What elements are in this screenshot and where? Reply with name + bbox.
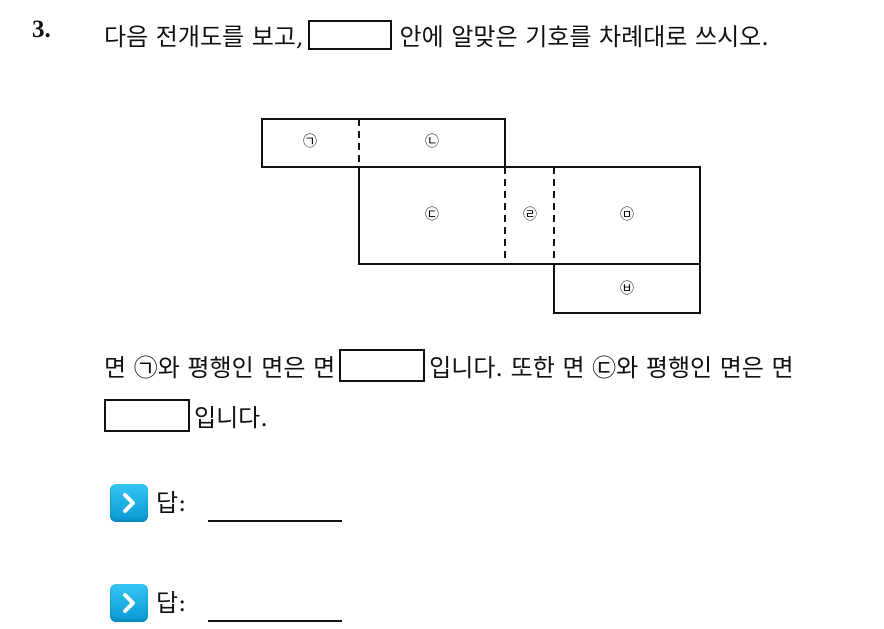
answer-input-line[interactable] [208, 590, 343, 622]
svg-text:㉡: ㉡ [425, 134, 439, 150]
svg-text:㉤: ㉤ [620, 207, 634, 223]
statement-text-1: 면 ㉠와 평행인 면은 면 [104, 354, 336, 382]
answer-row-2: 답: [110, 584, 343, 622]
net-face-labels: ㉠ ㉡ ㉢ ㉣ ㉤ ㉥ [303, 134, 634, 297]
prompt-text-after: 안에 알맞은 기호를 차례대로 쓰시오. [399, 23, 769, 51]
face-label-mieum: ㉤ [620, 207, 634, 223]
answer-blank-2[interactable] [104, 399, 190, 432]
statement-line-1: 면 ㉠와 평행인 면은 면 입니다. 또한 면 ㉢와 평행인 면은 면 [104, 348, 794, 383]
net-solid-edges [261, 118, 701, 314]
question-number: 3. [32, 16, 51, 43]
prompt-text-before: 다음 전개도를 보고, [104, 23, 304, 51]
answer-row-1: 답: [110, 484, 343, 522]
face-label-digeut: ㉢ [425, 207, 439, 223]
face-label-rieul: ㉣ [523, 207, 537, 223]
answer-blank-1[interactable] [339, 349, 426, 382]
face-label-bieup: ㉥ [620, 281, 634, 297]
face-label-giyeok: ㉠ [303, 134, 317, 150]
net-fold-lines [358, 119, 700, 265]
statement-line-2: 입니다. [104, 398, 268, 433]
prompt-blank-box [307, 19, 392, 50]
statement-text-3: 입니다. [194, 404, 268, 432]
answer-label: 답: [156, 589, 187, 617]
net-middle-strip [358, 166, 701, 265]
answer-label: 답: [156, 489, 187, 517]
net-top-strip [261, 118, 506, 168]
face-label-nieun: ㉡ [425, 134, 439, 150]
svg-text:㉢: ㉢ [425, 207, 439, 223]
statement-text-2: 입니다. 또한 면 ㉢와 평행인 면은 면 [429, 354, 794, 382]
svg-text:㉥: ㉥ [620, 281, 634, 297]
svg-text:㉣: ㉣ [523, 207, 537, 223]
svg-text:㉠: ㉠ [303, 134, 317, 150]
chevron-right-icon [110, 584, 148, 622]
answer-input-line[interactable] [208, 490, 343, 522]
chevron-right-icon [110, 484, 148, 522]
question-prompt: 다음 전개도를 보고, 안에 알맞은 기호를 차례대로 쓰시오. [104, 17, 769, 52]
